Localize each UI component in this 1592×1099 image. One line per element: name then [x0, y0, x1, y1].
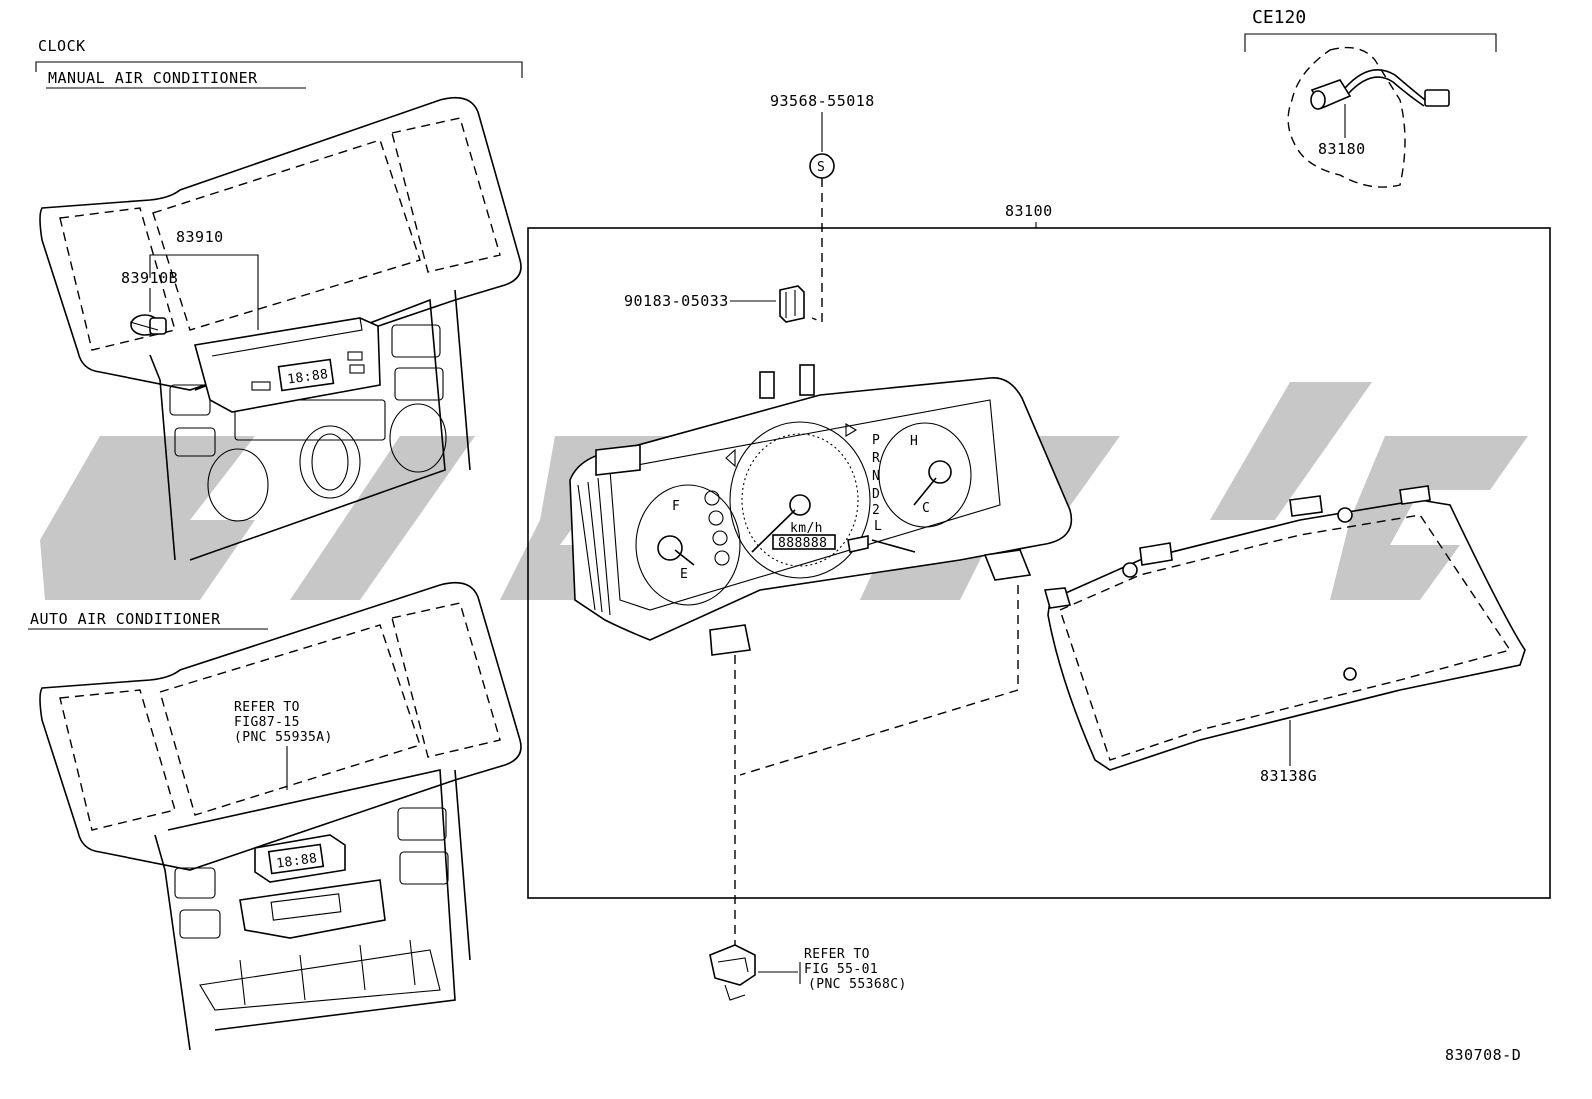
odometer-display: 888888 — [778, 536, 827, 551]
gear-2: 2 — [872, 503, 880, 518]
bracket-55368c — [709, 944, 756, 1001]
temp-cold-label: C — [922, 501, 930, 516]
ref2-line2: FIG 55-01 — [804, 962, 878, 977]
ce120-heading: CE120 — [1252, 7, 1306, 28]
assembly-83100-box — [527, 227, 1551, 899]
auto-ac-heading: AUTO AIR CONDITIONER — [30, 610, 221, 628]
ref1-line2: FIG87-15 — [234, 715, 300, 730]
ref1-line3: (PNC 55935A) — [234, 730, 333, 745]
part-90183: 90183-05033 — [624, 292, 729, 310]
part-83100: 83100 — [1005, 202, 1053, 220]
clip-90183 — [779, 285, 805, 323]
speed-unit-label: km/h — [790, 521, 823, 536]
fuel-empty-label: E — [680, 567, 688, 582]
clock-manual-ac-section: CLOCK MANUAL AIR CONDITIONER — [35, 37, 523, 561]
part-83138g: 83138G — [1260, 767, 1317, 785]
part-83910b: 83910B — [121, 269, 178, 287]
ref1-line1: REFER TO — [234, 700, 300, 715]
gear-p: P — [872, 433, 880, 448]
ref2-line3: (PNC 55368C) — [808, 977, 907, 992]
lens-83138g — [1043, 485, 1526, 771]
s-mark-label: S — [817, 160, 825, 175]
diagram-code: 830708-D — [1445, 1046, 1521, 1064]
gear-d: D — [872, 487, 880, 502]
clock-module-manual: 18:88 — [193, 317, 381, 413]
temp-hot-label: H — [910, 434, 918, 449]
part-93568: 93568-55018 — [770, 92, 875, 110]
combination-meter: F E km/h 888888 P R N D 2 L H C — [569, 364, 1073, 656]
fuel-full-label: F — [672, 499, 680, 514]
gear-r: R — [872, 451, 880, 466]
dashboard-auto: 18:88 — [39, 581, 522, 1051]
part-83180: 83180 — [1318, 140, 1366, 158]
part-83910: 83910 — [176, 228, 224, 246]
ref2-line1: REFER TO — [804, 947, 870, 962]
clock-display-manual: 18:88 — [286, 367, 329, 388]
bulb-83910b — [129, 314, 167, 336]
ce120-section: CE120 83180 — [1244, 7, 1497, 188]
clock-heading: CLOCK — [38, 37, 86, 55]
clip-section: 93568-55018 S 90183-05033 — [624, 92, 875, 324]
manual-ac-heading: MANUAL AIR CONDITIONER — [48, 69, 258, 87]
gear-n: N — [872, 469, 880, 484]
clock-display-auto: 18:88 — [275, 851, 318, 872]
sensor-83180 — [1310, 68, 1450, 110]
gear-l: L — [874, 519, 882, 534]
auto-ac-section: AUTO AIR CONDITIONER 18:88 REFER TO FIG8… — [28, 581, 522, 1051]
dashboard-manual — [39, 96, 522, 561]
